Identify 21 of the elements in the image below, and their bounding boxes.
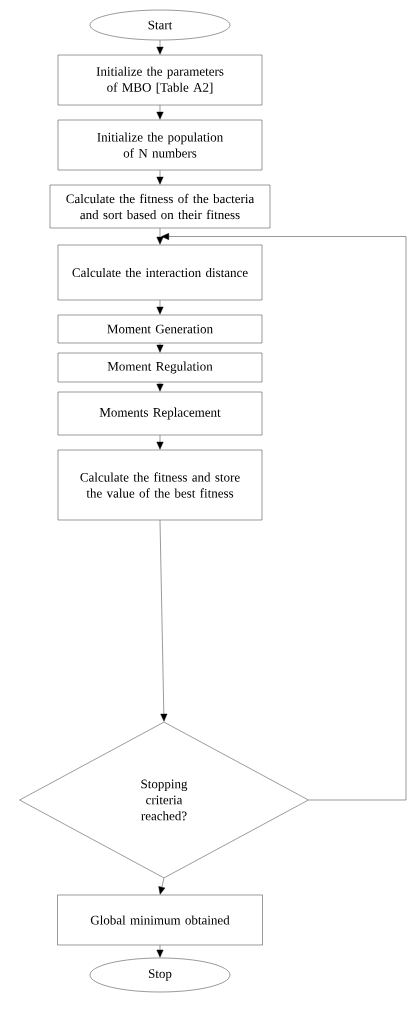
arrow — [156, 435, 164, 450]
process-box: Global minimum obtained — [57, 894, 263, 946]
process-box: Initialize the parameters of MBO [Table A2] — [57, 54, 263, 106]
process-box: Calculate the fitness and store the value of the best fitness — [57, 449, 263, 521]
process-box: Moment Regulation — [57, 352, 263, 383]
arrow — [156, 40, 164, 55]
arrow — [156, 105, 164, 120]
arrow — [158, 878, 166, 895]
arrow — [159, 520, 168, 722]
process-box: Calculate the interaction distance — [57, 244, 263, 301]
arrow — [161, 233, 407, 801]
arrow — [156, 382, 164, 392]
process-box: Calculate the fitness of the bacteria and sort based on their fitness — [49, 184, 271, 229]
arrow — [156, 300, 164, 315]
process-box: Initialize the population of N numbers — [57, 119, 263, 171]
arrow — [156, 945, 164, 958]
arrow — [156, 170, 164, 185]
process-box: Moment Generation — [57, 314, 263, 344]
process-box: Moments Replacement — [57, 391, 263, 436]
arrow — [156, 228, 164, 245]
arrow — [156, 343, 164, 353]
